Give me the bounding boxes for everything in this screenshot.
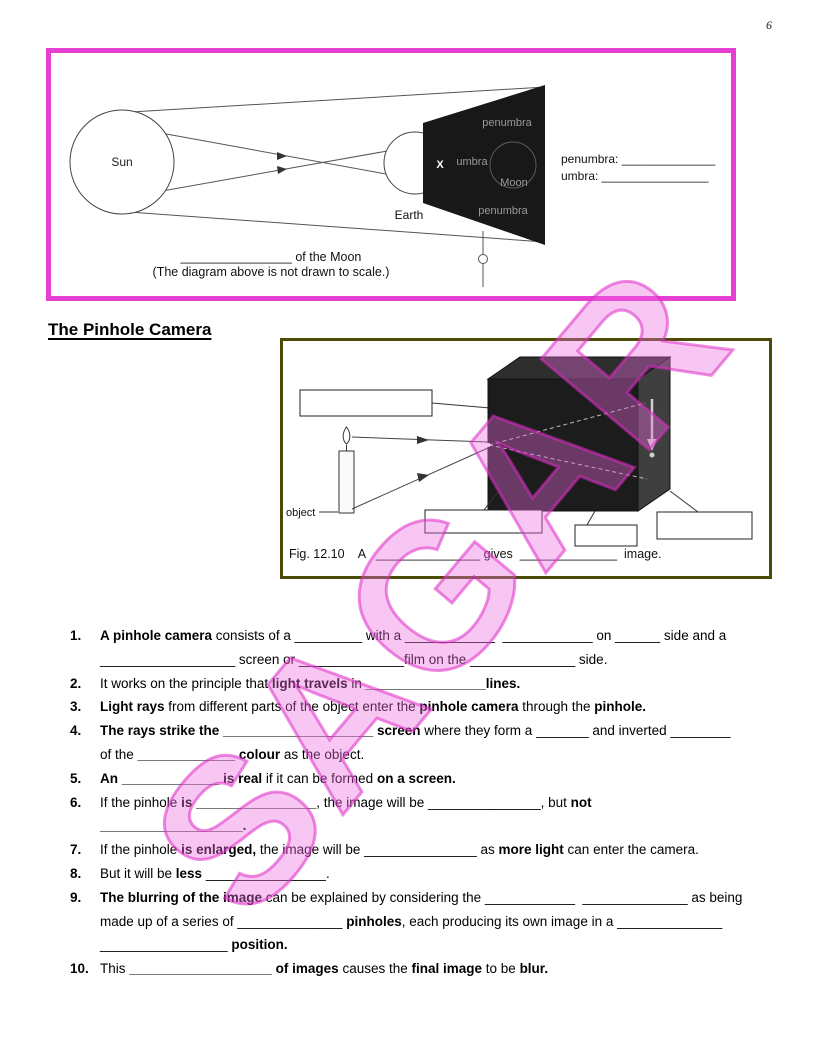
label-pointer-mid (483, 492, 498, 511)
object-label: object (286, 507, 315, 519)
questions-list: 1. A pinhole camera consists of a _______… (70, 624, 754, 981)
question-number: 1. (70, 628, 82, 643)
question-text: An _____________ is real if it can be fo… (100, 770, 456, 786)
shadow-cone (423, 85, 545, 245)
ray-arrowhead-1 (277, 152, 287, 160)
sun-label: Sun (111, 155, 132, 169)
question-item: 7. If the pinhole is enlarged, the image … (70, 838, 754, 862)
question-text: Light rays from different parts of the o… (100, 699, 647, 715)
x-marker: X (436, 159, 444, 171)
label-box-top (299, 389, 433, 417)
object-ray-arrow-2 (417, 473, 429, 482)
penumbra-bottom-label: penumbra (478, 205, 528, 217)
question-number: 2. (70, 675, 82, 691)
page-number: 6 (766, 18, 772, 32)
tangent-ray-bottom (114, 210, 546, 243)
question-item: 6. If the pinhole is ________________, th… (70, 791, 754, 839)
candle-flame (342, 426, 351, 445)
question-text: The rays strike the ____________________… (100, 723, 735, 762)
question-number: 4. (70, 723, 82, 739)
eclipse-caption-note: (The diagram above is not drawn to scale… (152, 265, 390, 279)
question-number: 10. (70, 961, 89, 977)
question-item: 10. This ___________________ of images ca… (70, 957, 754, 981)
moon-label: Moon (500, 177, 528, 189)
pinhole-diagram: object (286, 356, 753, 547)
eclipse-side-labels: penumbra: ______________ umbra: ________… (561, 151, 715, 185)
label-pointer-3 (669, 490, 699, 513)
section-heading: The Pinhole Camera (48, 320, 212, 339)
moon-circle (489, 141, 537, 189)
question-item: 2. It works on the principle that light t… (70, 672, 754, 696)
eclipse-caption-blank: ________________ of the Moon (180, 250, 362, 264)
question-item: 8. But it will be less ________________. (70, 862, 754, 886)
ray-arrowhead-2 (277, 166, 287, 174)
eclipse-figure: Sun penumbra X umbra Moon penumbra Earth… (46, 48, 736, 301)
question-item: 5. An _____________ is real if it can be … (70, 767, 754, 791)
penumbra-top-label: penumbra (482, 117, 532, 129)
inverted-image-tip (647, 439, 657, 451)
question-text: The blurring of the image can be explain… (100, 889, 747, 953)
question-text: If the pinhole is enlarged, the image wi… (100, 842, 699, 858)
internal-ray-1 (488, 402, 646, 446)
label-box-2 (574, 524, 638, 547)
penumbra-blank-label: penumbra: ______________ (561, 152, 716, 166)
label-pointer-top (431, 402, 491, 409)
pinhole-figure: object Fig. 12.10 A _______________ give… (280, 338, 772, 579)
question-number: 7. (70, 842, 82, 858)
label-box-mid (424, 509, 543, 534)
question-number: 9. (70, 889, 82, 905)
question-number: 3. (70, 699, 82, 715)
question-text: But it will be less ________________. (100, 865, 330, 881)
umbra-blank-label: umbra: ________________ (561, 169, 709, 183)
earth-label: Earth (395, 208, 424, 222)
question-item: 9. The blurring of the image can be expla… (70, 886, 754, 957)
pinhole-dot (486, 443, 491, 447)
object-ray-arrow-1 (417, 436, 429, 444)
pointer-circle (478, 254, 488, 264)
internal-ray-2 (488, 444, 648, 480)
label-box-3 (656, 511, 753, 540)
question-text: If the pinhole is ________________, the … (100, 794, 592, 834)
question-item: 4. The rays strike the __________________… (70, 719, 754, 767)
question-text: This ___________________ of images cause… (100, 961, 549, 977)
pinhole-caption: Fig. 12.10 A _______________ gives _____… (289, 547, 662, 561)
question-text: It works on the principle that light tra… (100, 675, 521, 691)
question-number: 8. (70, 865, 82, 881)
candle-body (338, 450, 355, 514)
umbra-label: umbra (456, 156, 488, 168)
sun-circle (69, 109, 175, 215)
question-text: A pinhole camera consists of a _________… (100, 628, 730, 667)
eclipse-diagram: Sun penumbra X umbra Moon penumbra Earth (69, 85, 546, 287)
eclipse-caption: ________________ of the Moon (The diagra… (106, 250, 436, 280)
camera-right-face (637, 356, 671, 512)
question-number: 6. (70, 794, 82, 810)
inverted-image-flame (649, 452, 655, 458)
question-item: 3. Light rays from different parts of the… (70, 695, 754, 719)
question-number: 5. (70, 770, 82, 786)
label-pointer-2 (586, 510, 596, 526)
question-item: 1. A pinhole camera consists of a _______… (70, 624, 754, 672)
camera-front-face (487, 378, 639, 512)
tangent-ray-top (114, 86, 546, 114)
